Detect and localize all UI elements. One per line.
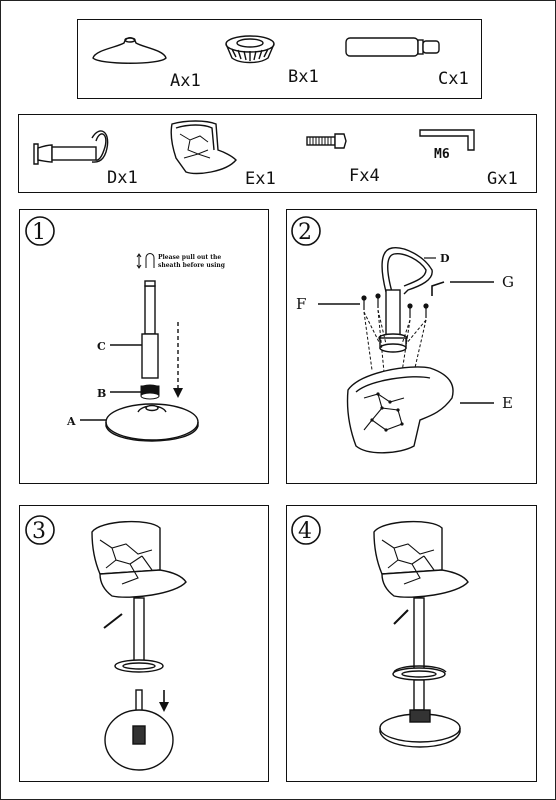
step-2-callout-e: E [502, 394, 513, 412]
sheath-note-line1: Please pull out the [158, 254, 221, 261]
step-1-number-badge: 1 [25, 216, 55, 246]
step-3-stool-top [91, 520, 187, 673]
part-a-drawing [92, 37, 167, 64]
step-2-callout-f: F [296, 295, 306, 313]
step-1-callout-a: A [66, 415, 76, 428]
sheath-note-line2: sheath before using [158, 262, 226, 269]
step-2-callout-d: D [440, 252, 450, 265]
parts-box-top [77, 19, 482, 99]
step-1-base [105, 403, 199, 442]
sheath-note-icon [136, 253, 155, 269]
step-4-stool-assembled [373, 520, 469, 748]
step-2-box [286, 209, 537, 484]
step-3-box [19, 505, 269, 782]
step-2-guide-lines [363, 309, 427, 373]
step-1-cylinder [141, 280, 159, 379]
step-2-seat [346, 366, 454, 454]
step-2-number-badge: 2 [291, 216, 321, 246]
part-b-drawing [225, 35, 275, 64]
part-c-drawing [345, 37, 440, 57]
step-1-callout-b: B [97, 387, 106, 400]
part-d-drawing [33, 130, 109, 165]
step-1-insert-arrow [173, 322, 183, 398]
wrench-marking: M6 [434, 147, 450, 162]
part-a-label: Ax1 [170, 71, 201, 91]
svg-text:1: 1 [32, 220, 46, 245]
step-4-number-badge: 4 [291, 515, 321, 545]
step-4-box [286, 505, 537, 782]
part-e-label: Ex1 [245, 169, 276, 189]
part-f-drawing [306, 133, 347, 149]
step-2-callout-g: G [502, 273, 514, 291]
step-1-ring [140, 384, 160, 400]
part-c-label: Cx1 [438, 69, 469, 89]
part-d-label: Dx1 [107, 168, 138, 188]
step-2-screws [361, 293, 429, 318]
part-e-drawing [170, 120, 237, 175]
part-b-label: Bx1 [288, 67, 319, 87]
step-3-number-badge: 3 [25, 515, 55, 545]
svg-text:3: 3 [32, 519, 46, 544]
part-g-drawing [419, 129, 475, 151]
step-1-box [19, 209, 269, 484]
part-g-label: Gx1 [487, 169, 518, 189]
step-2-column [378, 247, 433, 353]
step-1-callout-c: C [97, 340, 106, 353]
step-3-base [104, 689, 174, 771]
part-f-label: Fx4 [349, 166, 380, 186]
svg-text:4: 4 [298, 519, 312, 544]
step-3-down-arrow [159, 690, 169, 712]
svg-text:2: 2 [298, 220, 312, 245]
step-2-wrench [431, 281, 445, 296]
parts-box-bottom [18, 114, 537, 193]
